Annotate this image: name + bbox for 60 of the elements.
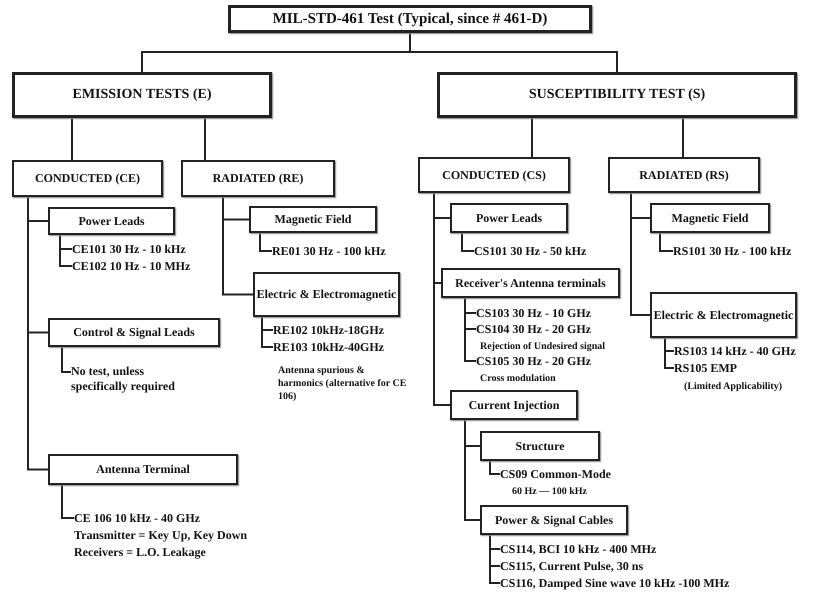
category-box: Magnetic Field xyxy=(249,206,377,233)
test-spec-text: RS101 30 Hz - 100 kHz xyxy=(673,243,792,260)
test-spec-text: Receivers = L.O. Leakage xyxy=(74,544,207,561)
category-box: Magnetic Field xyxy=(650,203,770,233)
connector-line xyxy=(531,118,533,157)
test-spec-text: No test, unless specifically required xyxy=(71,364,201,394)
test-spec-text: CS114, BCI 10 kHz - 400 MHz xyxy=(500,541,656,558)
category-box: Current Injection xyxy=(450,390,578,420)
category-box: Electric & Electromagnetic xyxy=(650,292,797,338)
note-text: Antenna spurious & harmonics (alternative for CE 106) xyxy=(278,364,408,403)
test-spec-text: CS105 30 Hz - 20 GHz xyxy=(476,353,591,370)
connector-line xyxy=(261,317,273,348)
connector-line xyxy=(222,197,253,296)
category-box: Receiver's Antenna terminals xyxy=(441,268,620,298)
connector-line xyxy=(682,118,684,157)
category-box: MIL-STD-461 Test (Typical, since # 461-D) xyxy=(228,5,592,33)
test-spec-text: CS103 30 Hz - 10 GHz xyxy=(476,305,591,322)
connector-line xyxy=(464,298,476,362)
test-spec-text: CE102 10 Hz - 10 MHz xyxy=(72,258,190,275)
connector-line xyxy=(409,33,618,72)
category-box: RADIATED (RS) xyxy=(608,157,760,193)
category-box: Electric & Electromagnetic xyxy=(253,272,400,317)
connector-line xyxy=(61,347,71,373)
test-spec-text: CS09 Common-Mode xyxy=(500,466,611,483)
test-spec-text: CS104 30 Hz - 20 GHz xyxy=(476,321,591,338)
category-box: Antenna Terminal xyxy=(48,454,238,485)
test-spec-text: CS116, Damped Sine wave 10 kHz -100 MHz xyxy=(500,575,730,592)
category-box: RADIATED (RE) xyxy=(181,160,335,197)
connector-line xyxy=(259,233,272,252)
test-spec-text: RS103 14 kHz - 40 GHz xyxy=(674,343,796,360)
category-box: SUSCEPTIBILITY TEST (S) xyxy=(437,72,797,118)
category-box: EMISSION TESTS (E) xyxy=(12,72,272,118)
category-box: CONDUCTED (CE) xyxy=(12,160,163,197)
category-box: Power & Signal Cables xyxy=(480,505,628,535)
category-box: Power Leads xyxy=(48,207,175,235)
category-box: CONDUCTED (CS) xyxy=(418,157,570,193)
connector-line xyxy=(71,118,73,160)
connector-line xyxy=(433,193,450,406)
test-spec-text: RE102 10kHz-18GHz xyxy=(273,322,384,339)
note-text: Cross modulation xyxy=(480,372,557,385)
test-spec-text: Transmitter = Key Up, Key Down xyxy=(74,527,248,544)
note-text: Rejection of Undesired signal xyxy=(480,340,606,353)
connector-line xyxy=(461,233,474,252)
category-box: Control & Signal Leads xyxy=(48,318,220,347)
category-box: Power Leads xyxy=(450,203,568,233)
connector-line xyxy=(27,197,48,470)
test-spec-text: 60 Hz — 100 kHz xyxy=(511,485,588,499)
connector-line xyxy=(61,485,74,519)
test-spec-text: RE01 30 Hz - 100 kHz xyxy=(272,243,386,260)
note-text: (Limited Applicability) xyxy=(684,380,784,393)
test-spec-text: RE103 10kHz-40GHz xyxy=(273,339,384,356)
connector-line xyxy=(489,461,500,475)
connector-line xyxy=(204,118,206,160)
test-spec-text: CS101 30 Hz - 50 kHz xyxy=(474,243,586,260)
category-box: Structure xyxy=(480,431,600,461)
test-spec-text: CE101 30 Hz - 10 kHz xyxy=(72,241,186,258)
test-spec-text: RS105 EMP xyxy=(674,360,737,377)
test-spec-text: CS115, Current Pulse, 30 ns xyxy=(500,558,644,575)
test-spec-text: CE 106 10 kHz - 40 GHz xyxy=(74,510,201,527)
connector-line xyxy=(659,233,673,252)
